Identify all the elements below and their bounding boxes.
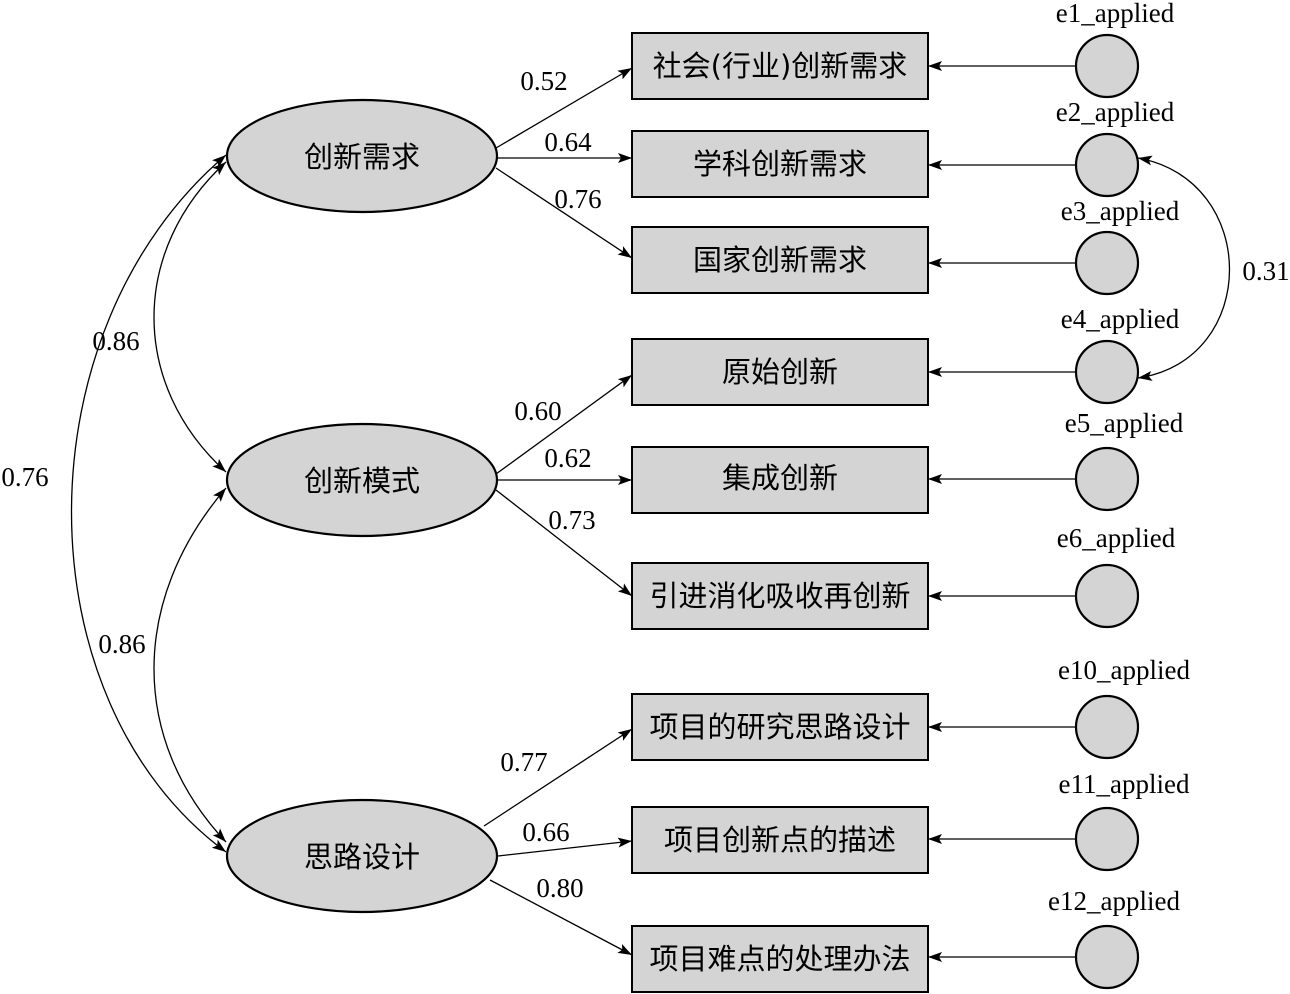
indicator-label: 国家创新需求 <box>693 243 867 277</box>
cov-arc-l1-l2 <box>153 161 227 473</box>
loading-label-4: 0.60 <box>514 396 561 426</box>
error-label: e2_applied <box>1056 97 1175 127</box>
error-term-e2: e2_applied <box>1056 97 1175 198</box>
error-term-e10: e10_applied <box>1058 655 1190 760</box>
indicator-label: 学科创新需求 <box>693 147 867 181</box>
correlation-label-l1-l2: 0.86 <box>92 326 139 356</box>
indicator-label: 引进消化吸收再创新 <box>649 579 910 613</box>
indicator-box-7: 项目的研究思路设计 <box>631 693 929 761</box>
indicator-label: 项目难点的处理办法 <box>649 942 910 976</box>
error-label: e11_applied <box>1059 769 1190 799</box>
latent-label: 思路设计 <box>304 840 420 874</box>
latent-label: 创新模式 <box>304 464 420 498</box>
correlation-label-l2-l3: 0.86 <box>98 629 145 659</box>
error-label: e10_applied <box>1058 655 1190 685</box>
indicator-label: 原始创新 <box>722 355 838 389</box>
error-term-e3: e3_applied <box>1061 196 1180 296</box>
indicator-box-8: 项目创新点的描述 <box>631 806 929 874</box>
loading-path-7 <box>483 728 633 827</box>
loading-path-1 <box>495 67 633 149</box>
loading-label-8: 0.66 <box>522 817 569 847</box>
cov-arc-e2-e4 <box>1137 155 1230 381</box>
error-label: e1_applied <box>1056 0 1175 28</box>
error-label: e6_applied <box>1057 523 1176 553</box>
error-term-e12: e12_applied <box>1048 886 1180 990</box>
error-term-e1: e1_applied <box>1056 0 1175 99</box>
error-label: e3_applied <box>1061 196 1180 226</box>
loading-label-5: 0.62 <box>544 443 591 473</box>
loading-path-3 <box>495 167 633 259</box>
loading-path-4 <box>495 374 633 475</box>
latent-innovation-demand: 创新需求 <box>225 98 499 214</box>
error-term-e5: e5_applied <box>1065 408 1184 512</box>
cov-arc-l1-l3 <box>70 154 227 853</box>
loading-path-8 <box>497 837 633 857</box>
error-term-e11: e11_applied <box>1059 769 1190 872</box>
error-term-e4: e4_applied <box>1061 304 1180 405</box>
indicator-box-9: 项目难点的处理办法 <box>631 925 929 993</box>
correlation-label-e2-e4: 0.31 <box>1242 256 1289 286</box>
indicator-box-2: 学科创新需求 <box>631 130 929 198</box>
indicator-box-5: 集成创新 <box>631 446 929 514</box>
error-label: e4_applied <box>1061 304 1180 334</box>
indicator-box-6: 引进消化吸收再创新 <box>631 562 929 630</box>
loading-path-9 <box>489 879 633 956</box>
indicator-label: 项目的研究思路设计 <box>649 710 910 744</box>
loading-label-6: 0.73 <box>548 505 595 535</box>
error-label: e12_applied <box>1048 886 1180 916</box>
correlation-label-l1-l3: 0.76 <box>1 462 48 492</box>
loading-label-9: 0.80 <box>536 873 583 903</box>
loading-label-3: 0.76 <box>554 184 601 214</box>
error-term-e6: e6_applied <box>1057 523 1176 629</box>
latent-label: 创新需求 <box>304 140 420 174</box>
latent-idea-design: 思路设计 <box>225 798 499 914</box>
latent-innovation-mode: 创新模式 <box>225 422 499 538</box>
loading-path-6 <box>495 489 633 597</box>
loading-label-2: 0.64 <box>544 127 592 157</box>
loading-label-7: 0.77 <box>500 747 547 777</box>
indicator-label: 社会(行业)创新需求 <box>653 49 908 83</box>
loading-label-1: 0.52 <box>520 66 567 96</box>
indicator-label: 集成创新 <box>722 461 838 495</box>
indicator-box-3: 国家创新需求 <box>631 226 929 294</box>
cov-arc-l2-l3 <box>153 487 227 843</box>
indicator-box-4: 原始创新 <box>631 338 929 406</box>
error-label: e5_applied <box>1065 408 1184 438</box>
indicator-label: 项目创新点的描述 <box>664 823 896 857</box>
indicator-box-1: 社会(行业)创新需求 <box>631 32 929 100</box>
